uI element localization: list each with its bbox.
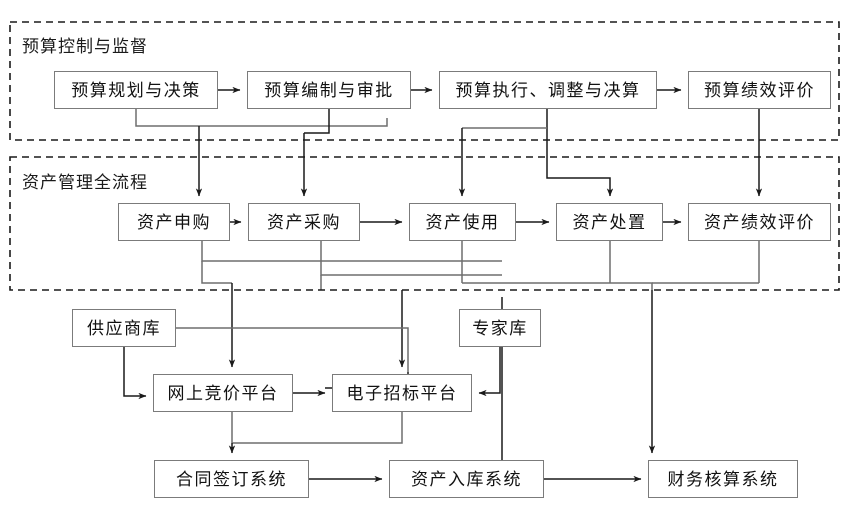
edge-execution-to-disposal [546, 109, 614, 197]
edge-expert-to-etender [478, 347, 501, 397]
node-budget-preparation[interactable]: 预算编制与审批 [247, 71, 411, 109]
group-frame-asset [9, 156, 840, 291]
node-e-tender-platform[interactable]: 电子招标平台 [332, 374, 472, 412]
node-asset-use[interactable]: 资产使用 [409, 203, 516, 241]
node-asset-application[interactable]: 资产申购 [118, 203, 230, 241]
node-supplier-library[interactable]: 供应商库 [72, 309, 176, 347]
node-contract-system[interactable]: 合同签订系统 [154, 460, 309, 498]
node-asset-entry-system[interactable]: 资产入库系统 [389, 460, 544, 498]
node-budget-performance[interactable]: 预算绩效评价 [688, 71, 831, 109]
edge-budget-join-bus [135, 109, 388, 127]
node-finance-system[interactable]: 财务核算系统 [648, 460, 798, 498]
group-frame-budget [9, 21, 840, 141]
group-label-asset: 资产管理全流程 [22, 173, 148, 192]
node-budget-execution[interactable]: 预算执行、调整与决算 [439, 71, 657, 109]
node-asset-disposal[interactable]: 资产处置 [556, 203, 663, 241]
node-asset-procurement[interactable]: 资产采购 [248, 203, 360, 241]
edge-application-bus-down [201, 261, 232, 284]
group-label-budget: 预算控制与监督 [22, 37, 148, 56]
edge-supplier-to-etender-route [176, 327, 409, 372]
edge-preparation-to-procurement-elbow [304, 126, 330, 134]
edge-supplier-to-online-bidding [123, 347, 147, 400]
node-expert-library[interactable]: 专家库 [459, 309, 541, 347]
node-budget-planning[interactable]: 预算规划与决策 [54, 71, 218, 109]
node-online-bidding-platform[interactable]: 网上竞价平台 [153, 374, 293, 412]
edge-etender-to-contract-bus [232, 412, 403, 444]
node-asset-performance[interactable]: 资产绩效评价 [688, 203, 831, 241]
